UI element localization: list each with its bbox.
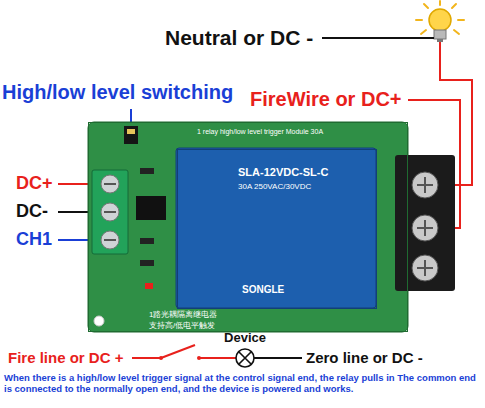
fire-line bbox=[132, 357, 160, 359]
lamp-ray bbox=[416, 19, 422, 21]
neutral-wire bbox=[322, 37, 434, 39]
input-terminal bbox=[92, 170, 128, 254]
pcb-board bbox=[88, 122, 408, 332]
relay-body: SLA-12VDC-SL-C 30A 250VAC/30VDC SONGLE bbox=[177, 149, 377, 309]
board-print: 1路光耦隔离继电器 bbox=[149, 310, 217, 319]
line-label: Fire line or DC + bbox=[8, 349, 123, 366]
relay-rating: 30A 250VAC/30VDC bbox=[238, 182, 311, 191]
lamp-circle bbox=[236, 349, 254, 367]
resistor bbox=[140, 168, 154, 174]
optocoupler-chip bbox=[136, 196, 166, 220]
pin-label: DC+ bbox=[16, 173, 53, 194]
lamp-ray bbox=[458, 19, 464, 21]
text-holder: DC- bbox=[16, 201, 48, 222]
text-holder: FireWire or DC+ bbox=[250, 88, 402, 111]
signal-wire bbox=[58, 239, 92, 241]
text-holder: DC+ bbox=[16, 173, 53, 194]
lamp-ray bbox=[424, 4, 428, 8]
board-print: 1 relay high/low level trigger Module 30… bbox=[197, 128, 323, 136]
device-label: Device bbox=[220, 331, 270, 346]
text-holder: 1 relay high/low level trigger Module 30… bbox=[197, 128, 323, 136]
text-holder: High/low level switching bbox=[2, 81, 233, 104]
pin-label: CH1 bbox=[16, 229, 52, 250]
text-holder: SLA-12VDC-SL-C bbox=[238, 166, 328, 179]
lamp-tip bbox=[437, 39, 443, 42]
lamp-ray bbox=[454, 30, 459, 34]
lamp-ray bbox=[439, 1, 441, 5]
zero-line bbox=[254, 357, 302, 359]
device-lamp: Device bbox=[220, 331, 270, 368]
text-holder: 30A 250VAC/30VDC bbox=[238, 182, 311, 191]
screw-slot bbox=[417, 177, 433, 276]
lamp-base bbox=[434, 30, 446, 39]
text-holder: 支持高/低电平触发 bbox=[149, 321, 215, 330]
text-holder: Fire line or DC + bbox=[8, 349, 123, 366]
wire-label: FireWire or DC+ bbox=[250, 88, 402, 111]
pin-label: DC- bbox=[16, 201, 48, 222]
line-label: Zero line or DC - bbox=[306, 349, 423, 366]
lamp-ray bbox=[452, 4, 456, 8]
relay-housing bbox=[176, 148, 376, 308]
text-holder: Zero line or DC - bbox=[306, 349, 423, 366]
relay-brand: SONGLE bbox=[242, 284, 284, 296]
lamp-icon bbox=[416, 1, 464, 34]
text-holder: Device bbox=[220, 331, 270, 346]
lamp-bulb bbox=[429, 9, 451, 31]
screw-slot bbox=[104, 184, 116, 240]
switch-lever bbox=[161, 345, 195, 358]
board-print: 支持高/低电平触发 bbox=[149, 321, 215, 330]
fire-line bbox=[199, 357, 236, 359]
led bbox=[145, 283, 153, 289]
jumper-label: High/low level switching bbox=[2, 81, 233, 104]
dc-minus-wire bbox=[58, 211, 92, 213]
lamp-ray bbox=[421, 30, 426, 34]
mounting-hole bbox=[94, 316, 104, 326]
output-terminal bbox=[395, 155, 455, 291]
resistor bbox=[140, 260, 154, 266]
wire-label: Neutral or DC - bbox=[165, 26, 313, 50]
dc-plus-wire bbox=[58, 183, 92, 185]
jumper-pin bbox=[127, 129, 135, 134]
lamp-cross bbox=[239, 352, 251, 364]
relay-model: SLA-12VDC-SL-C bbox=[238, 166, 328, 179]
jumper-header bbox=[124, 126, 138, 144]
text-holder: Neutral or DC - bbox=[165, 26, 313, 50]
text-holder: When there is a high/low level trigger s… bbox=[4, 372, 482, 395]
note-text: When there is a high/low level trigger s… bbox=[4, 372, 482, 395]
text-holder: SONGLE bbox=[242, 284, 284, 296]
relay-module-board: 1 relay high/low level trigger Module 30… bbox=[88, 122, 408, 332]
text-holder: CH1 bbox=[16, 229, 52, 250]
resistor bbox=[140, 238, 154, 244]
text-holder: 1路光耦隔离继电器 bbox=[149, 310, 217, 319]
